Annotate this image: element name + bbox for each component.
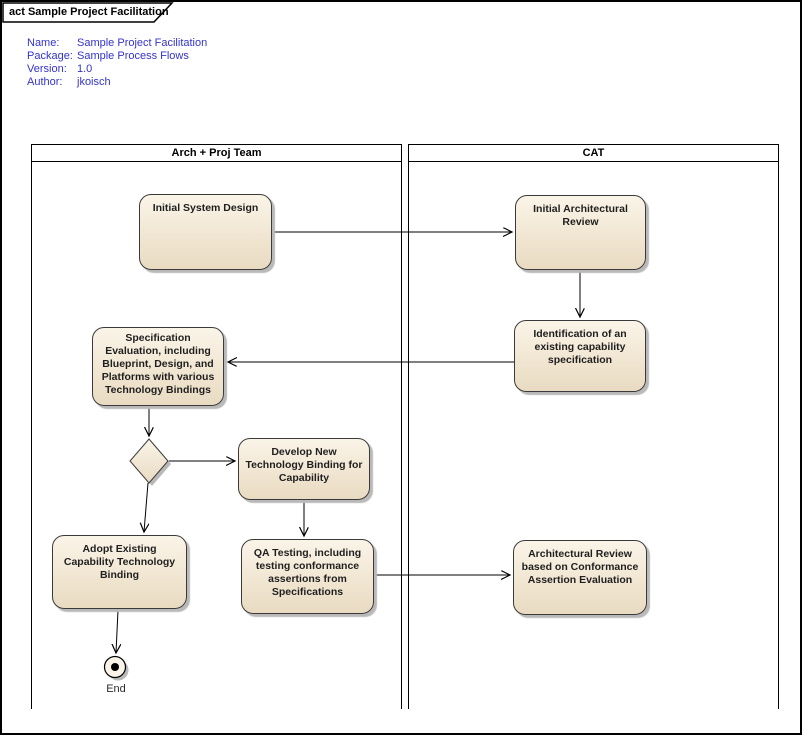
frame-tab-label: act Sample Project Facilitation: [9, 6, 169, 18]
metadata-value: jkoisch: [77, 76, 111, 88]
end-node[interactable]: [103, 655, 127, 679]
swimlane-cat: CAT: [408, 144, 779, 709]
activity-initial-system-design[interactable]: Initial System Design: [139, 194, 272, 270]
decision-node[interactable]: [129, 438, 169, 484]
activity-qa-testing[interactable]: QA Testing, including testing conformanc…: [241, 539, 374, 614]
metadata-row-name: Name: Sample Project Facilitation: [27, 37, 207, 50]
metadata-row-version: Version: 1.0: [27, 63, 207, 76]
activity-label: Develop New Technology Binding for Capab…: [245, 446, 363, 484]
metadata-label: Version:: [27, 63, 67, 75]
swimlane-arch-proj-team: Arch + Proj Team: [31, 144, 402, 709]
activity-label: Architectural Review based on Conformanc…: [521, 548, 639, 586]
activity-identification-existing-capability[interactable]: Identification of an existing capability…: [514, 320, 646, 392]
metadata-row-package: Package: Sample Process Flows: [27, 50, 207, 63]
metadata-label: Author:: [27, 76, 63, 88]
activity-architectural-review-conformance[interactable]: Architectural Review based on Conformanc…: [513, 540, 647, 615]
swimlane-header: CAT: [409, 145, 778, 162]
activity-initial-architectural-review[interactable]: Initial Architectural Review: [515, 195, 646, 270]
swimlane-header: Arch + Proj Team: [32, 145, 401, 162]
activity-label: Identification of an existing capability…: [533, 328, 627, 366]
activity-label: Initial System Design: [152, 202, 259, 214]
metadata-value: Sample Project Facilitation: [77, 37, 208, 49]
activity-label: Adopt Existing Capability Technology Bin…: [63, 543, 176, 581]
activity-adopt-existing-capability[interactable]: Adopt Existing Capability Technology Bin…: [52, 535, 187, 609]
activity-label: Initial Architectural Review: [533, 203, 628, 228]
activity-label: Specification Evaluation, including Blue…: [101, 332, 215, 396]
activity-specification-evaluation[interactable]: Specification Evaluation, including Blue…: [92, 327, 224, 406]
metadata-value: Sample Process Flows: [77, 50, 189, 62]
metadata-row-author: Author: jkoisch: [27, 76, 207, 89]
end-node-label: End: [106, 683, 126, 695]
activity-develop-new-technology-binding[interactable]: Develop New Technology Binding for Capab…: [238, 438, 370, 500]
metadata-value: 1.0: [77, 63, 93, 75]
activity-label: QA Testing, including testing conformanc…: [253, 547, 362, 598]
metadata-label: Package:: [27, 50, 73, 62]
metadata-label: Name:: [27, 37, 60, 49]
diagram-metadata: Name: Sample Project Facilitation Packag…: [27, 37, 207, 89]
